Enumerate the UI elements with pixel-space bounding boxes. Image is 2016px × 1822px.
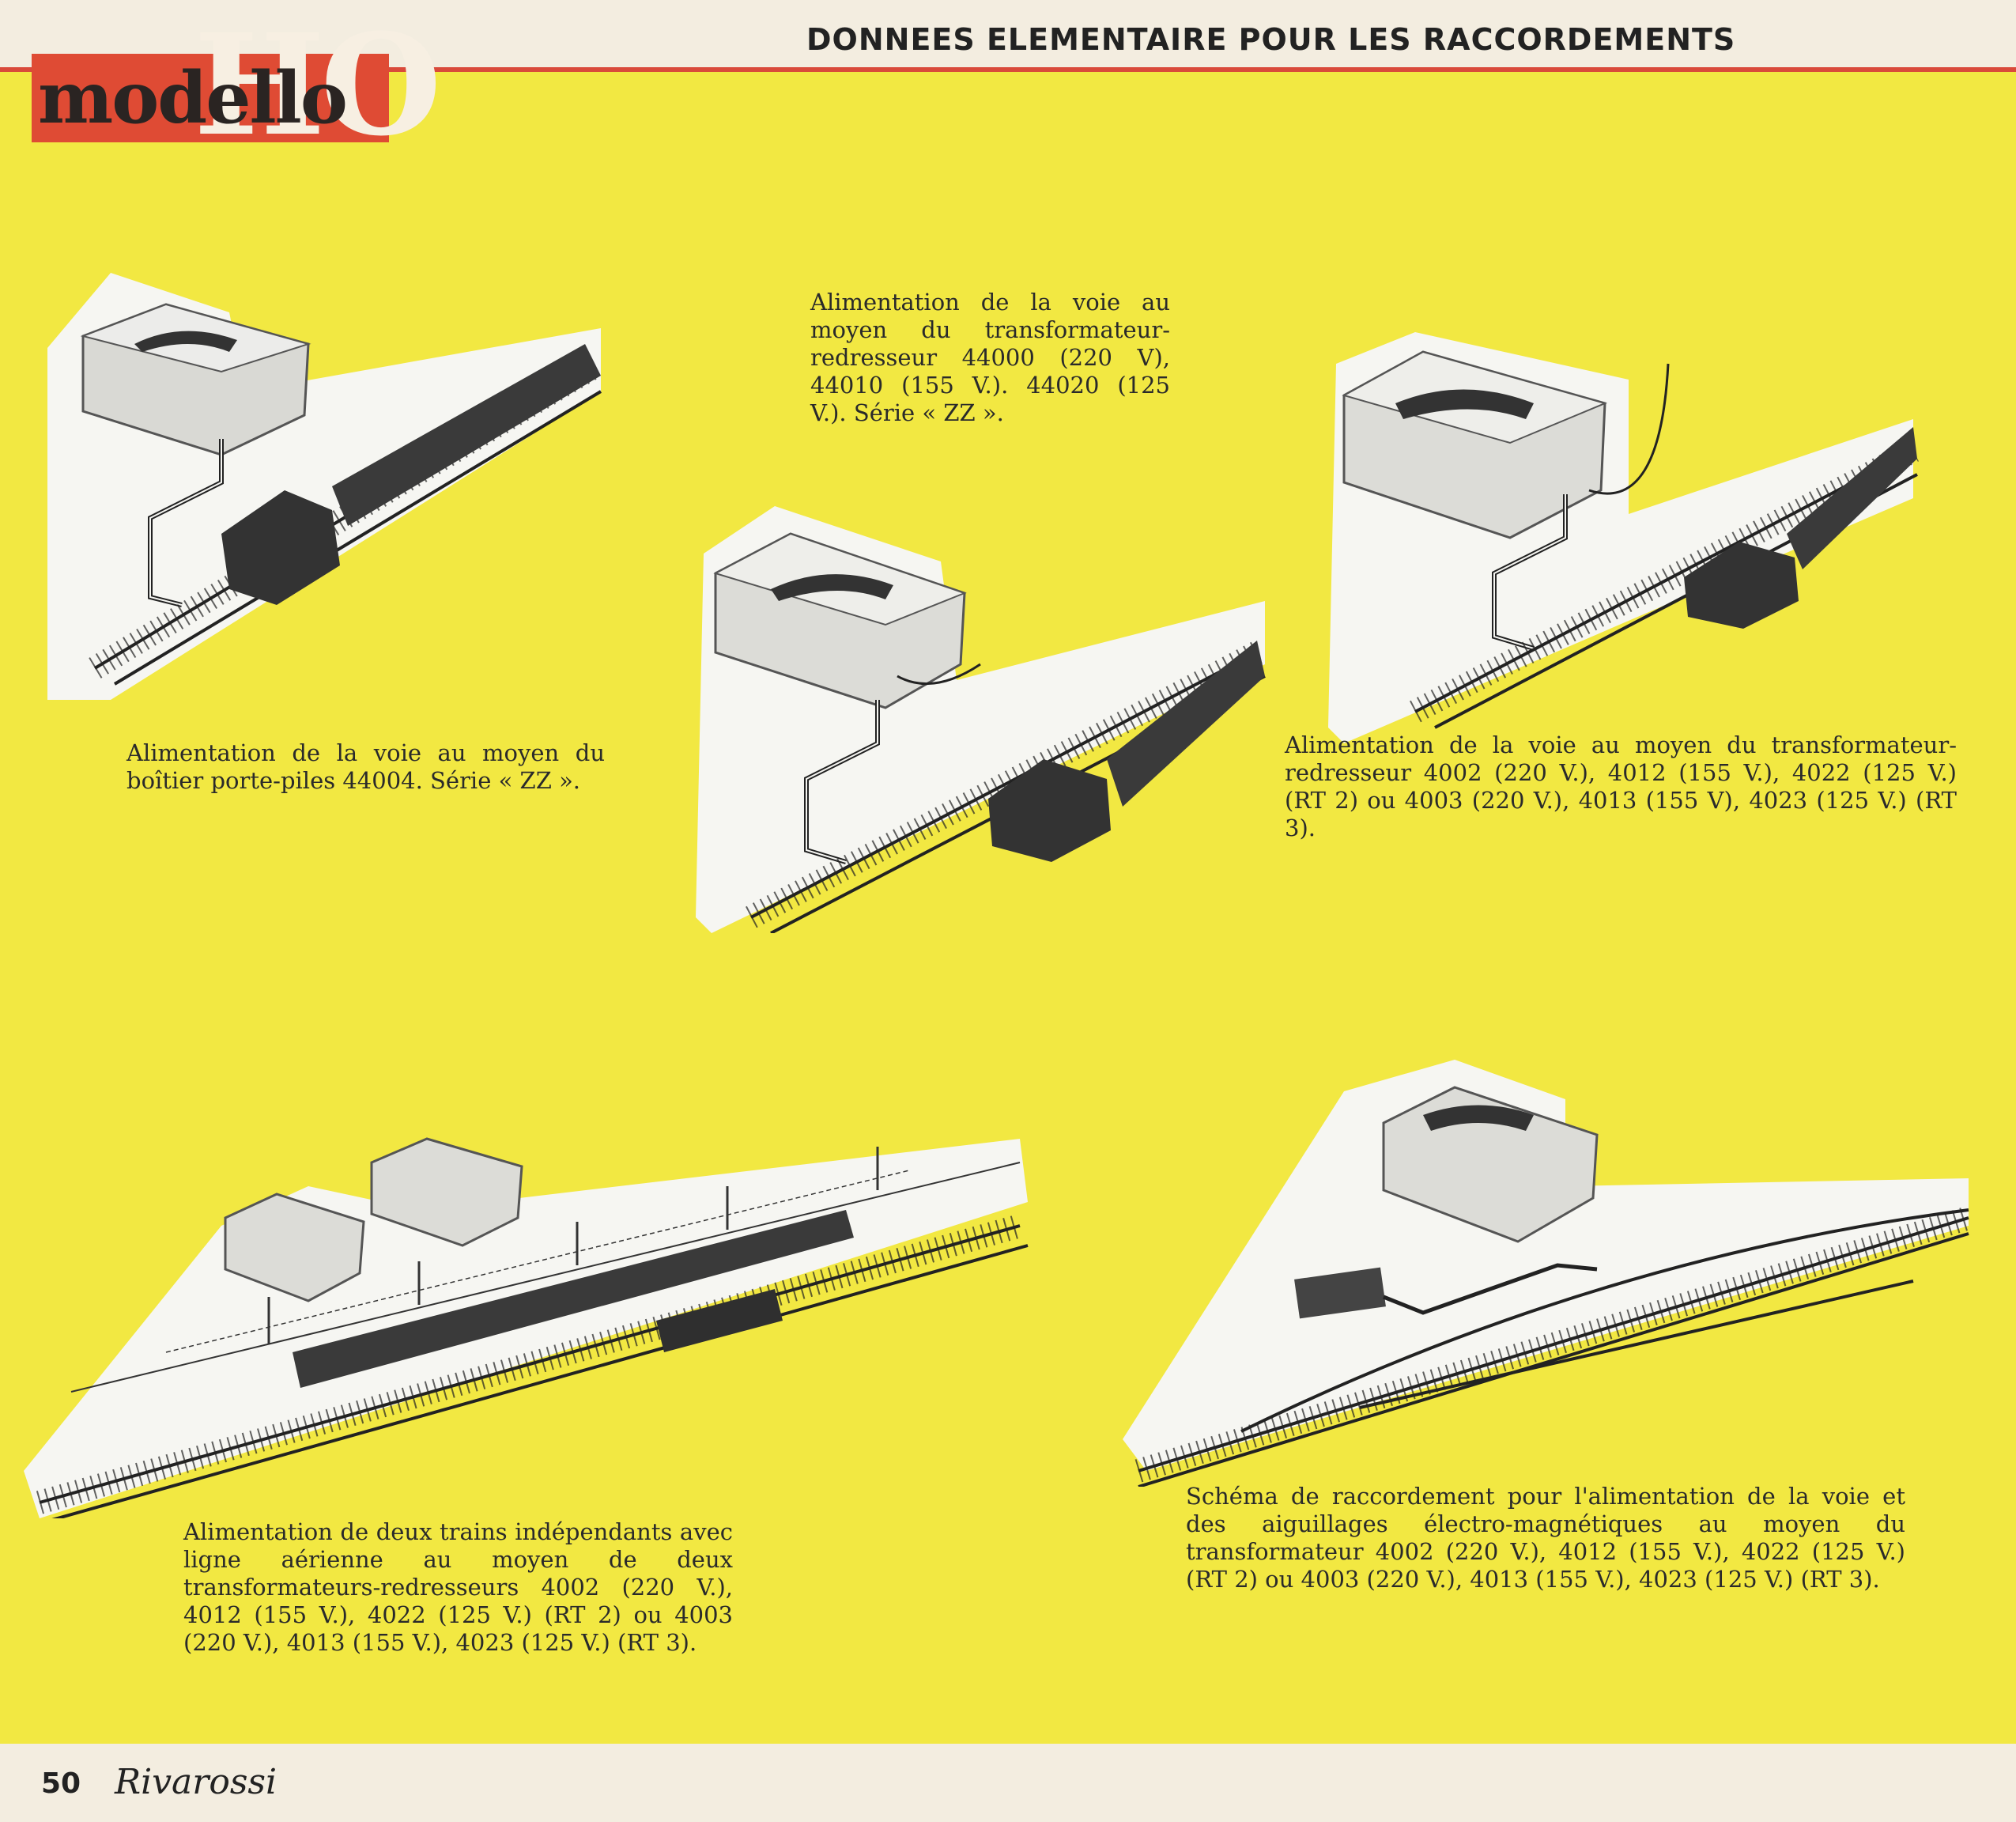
- header-rule: [0, 67, 2016, 72]
- modello-ho-logo: HO modello: [32, 16, 442, 155]
- caption-battery-box: Alimentation de la voie au moyen du boît…: [126, 739, 605, 794]
- transformer-icon: [713, 532, 967, 709]
- illustration-turnout-wiring: [1123, 1060, 1973, 1487]
- illustration-zz-transformer: [696, 506, 1266, 933]
- locomotive-icon: [1684, 427, 1917, 629]
- transformer-icon: [1382, 1086, 1599, 1243]
- logo-scale: HO: [194, 3, 442, 167]
- caption-rt-transformer: Alimentation de la voie au moyen du tran…: [1285, 731, 1957, 841]
- caption-zz-transformer: Alimentation de la voie au moyen du tran…: [810, 289, 1170, 426]
- brand-logo: Rivarossi: [115, 1762, 277, 1802]
- battery-box-icon: [80, 303, 311, 456]
- page-number: 50: [41, 1767, 81, 1800]
- catenary-icon: [70, 1147, 1021, 1393]
- train-icon: [293, 1210, 854, 1388]
- illustration-rt-transformer: [1328, 332, 1919, 743]
- caption-catenary-two-trains: Alimentation de deux trains indépendants…: [183, 1518, 733, 1656]
- illustration-battery-box: [47, 273, 602, 700]
- track-icon: [36, 1214, 1029, 1518]
- locomotive-icon: [988, 641, 1265, 862]
- logo-word: modello: [38, 56, 348, 140]
- illustration-catenary-two-trains: [24, 1137, 1029, 1518]
- logo-red-box: [32, 54, 389, 142]
- locomotive-icon: [221, 344, 601, 605]
- transformer-icon: [224, 1137, 523, 1302]
- transformer-icon: [1342, 350, 1608, 539]
- track-icon: [1134, 1206, 1973, 1487]
- yellow-background: [0, 71, 2016, 1744]
- page-title: DONNEES ELEMENTAIRE POUR LES RACCORDEMEN…: [806, 22, 1736, 57]
- caption-turnout-wiring: Schéma de raccordement pour l'alimentati…: [1186, 1483, 1905, 1593]
- switch-box-icon: [1294, 1267, 1386, 1319]
